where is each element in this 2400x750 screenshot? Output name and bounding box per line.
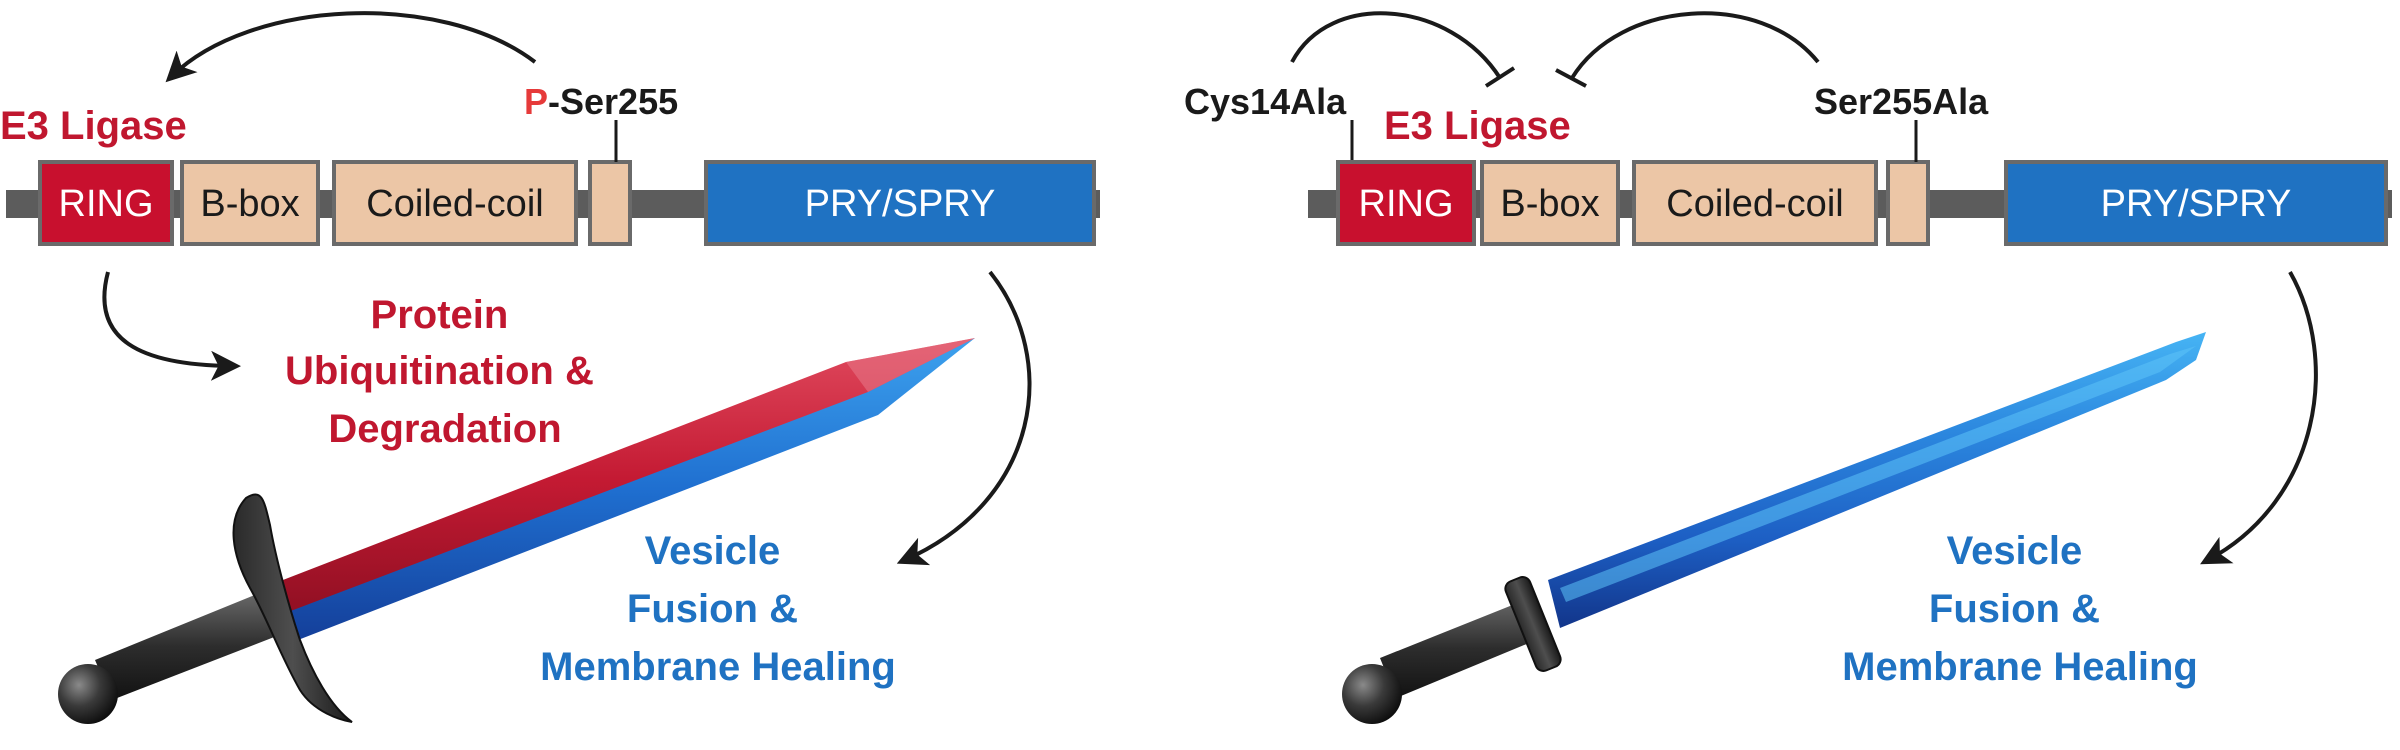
ubiq-line-3: Degradation xyxy=(328,407,561,451)
left-pommel xyxy=(58,664,118,724)
left-coiled-label: Coiled-coil xyxy=(366,183,543,225)
left-small-domain xyxy=(588,160,632,246)
phospho-site: -Ser255 xyxy=(548,81,678,122)
left-pryspry-domain xyxy=(704,160,1096,246)
left-panel: E3 Ligase P-Ser255 RING B-box Coiled-coi… xyxy=(0,11,1100,724)
right-bbox-domain xyxy=(1480,160,1620,246)
left-vesicle-line-2: Fusion & xyxy=(627,587,798,631)
left-vesicle-line-1: Vesicle xyxy=(645,529,781,573)
right-pryspry-label: PRY/SPRY xyxy=(2101,183,2292,225)
left-sword xyxy=(58,338,975,724)
right-vesicle-label: Vesicle Fusion & Membrane Healing xyxy=(1842,529,2198,689)
right-cys-label: Cys14Ala xyxy=(1184,81,1347,122)
right-ser-inhibition-arc xyxy=(1570,11,1820,80)
left-blade-tip-highlight xyxy=(846,338,975,392)
right-ser-inhibition-bar xyxy=(1555,68,1587,88)
right-pommel xyxy=(1342,664,1402,724)
left-ring-label: RING xyxy=(59,183,154,225)
right-vesicle-arrow xyxy=(2200,271,2318,565)
left-coiled-domain xyxy=(332,160,578,246)
right-ser-label: Ser255Ala xyxy=(1814,81,1989,122)
right-small-domain xyxy=(1886,160,1930,246)
right-vesicle-line-3: Membrane Healing xyxy=(1842,645,2198,689)
right-guard xyxy=(1504,576,1562,672)
left-bbox-label: B-box xyxy=(200,183,299,225)
ubiq-line-1: Protein xyxy=(371,293,509,337)
right-bbox-label: B-box xyxy=(1500,183,1599,225)
right-sword xyxy=(1342,332,2206,724)
right-vesicle-line-2: Fusion & xyxy=(1929,587,2100,631)
phospho-p: P xyxy=(524,81,548,122)
right-cys-inhibition-bar xyxy=(1484,66,1516,88)
left-top-arrow xyxy=(165,11,537,83)
right-pryspry-domain xyxy=(2004,160,2388,246)
right-coiled-domain xyxy=(1632,160,1878,246)
right-vesicle-line-1: Vesicle xyxy=(1947,529,2083,573)
left-blade-red xyxy=(270,338,975,620)
right-ring-label: RING xyxy=(1359,183,1454,225)
left-phospho-label: P-Ser255 xyxy=(524,81,678,122)
right-panel: Cys14Ala E3 Ligase Ser255Ala RING B-box … xyxy=(1184,11,2392,724)
left-vesicle-line-3: Membrane Healing xyxy=(540,645,896,689)
left-ring-domain xyxy=(38,160,174,246)
ubiq-line-2: Ubiquitination & xyxy=(285,349,594,393)
left-e3-ligase-label: E3 Ligase xyxy=(0,104,187,148)
left-handle xyxy=(95,592,282,700)
right-coiled-label: Coiled-coil xyxy=(1666,183,1843,225)
left-crossguard xyxy=(232,493,353,723)
left-vesicle-arrow xyxy=(896,270,1032,566)
right-ring-domain xyxy=(1336,160,1476,246)
left-bbox-domain xyxy=(180,160,320,246)
left-blade-blue xyxy=(288,338,975,640)
right-e3-ligase-label: E3 Ligase xyxy=(1384,104,1571,148)
left-ubiq-label: Protein Ubiquitination & Degradation xyxy=(285,293,605,451)
left-ubiq-arrow xyxy=(102,271,241,381)
left-pryspry-label: PRY/SPRY xyxy=(805,183,996,225)
right-blade-highlight xyxy=(1560,346,2196,602)
right-handle xyxy=(1380,598,1546,698)
left-vesicle-label: Vesicle Fusion & Membrane Healing xyxy=(540,529,896,689)
right-cys-inhibition-arc xyxy=(1290,11,1502,80)
